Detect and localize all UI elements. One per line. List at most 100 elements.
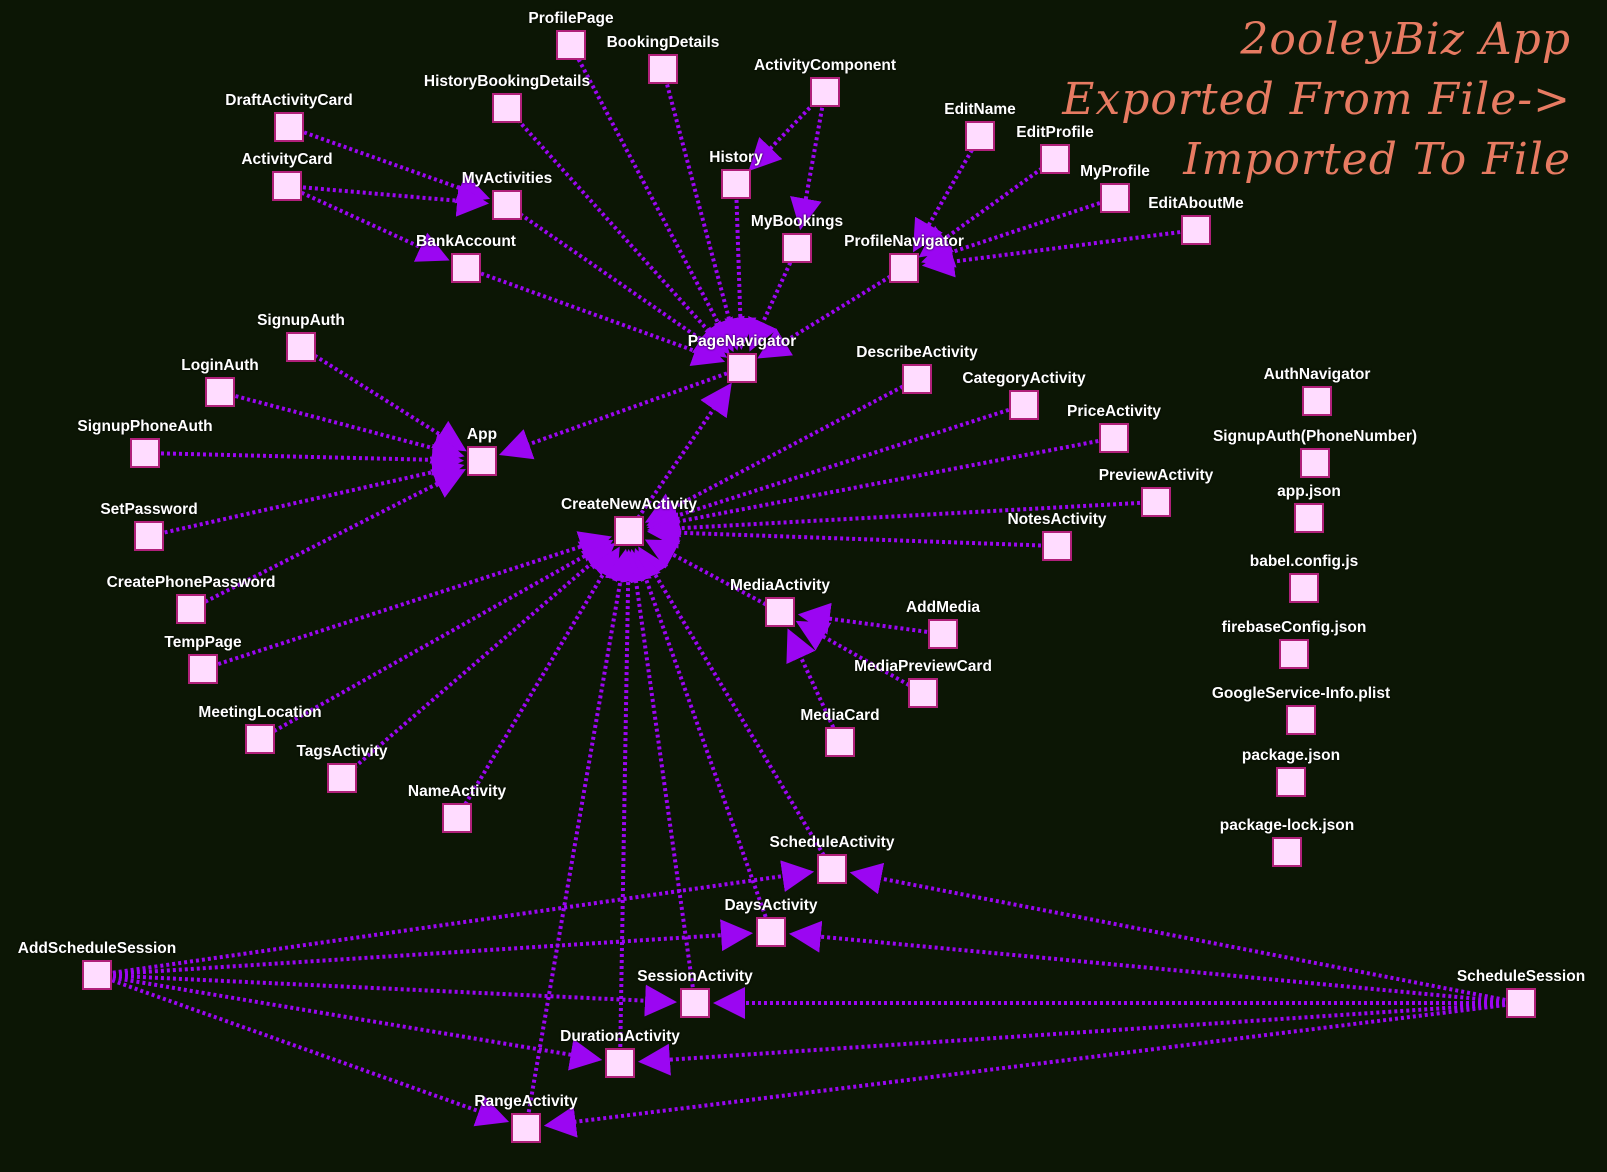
edge-schedule-session-to-days-activity xyxy=(788,920,1506,1004)
node-media-activity[interactable] xyxy=(765,597,795,627)
node-add-schedule-session[interactable] xyxy=(82,960,112,990)
node-label-tags-activity: TagsActivity xyxy=(296,743,388,760)
node-my-bookings[interactable] xyxy=(782,233,812,263)
node-signup-auth-phone[interactable] xyxy=(1300,448,1330,478)
node-my-activities[interactable] xyxy=(492,190,522,220)
edge-schedule-activity-to-create-new-activity xyxy=(638,546,826,857)
node-signup-auth[interactable] xyxy=(286,332,316,362)
node-label-edit-profile: EditProfile xyxy=(1016,124,1094,141)
node-bank-account[interactable] xyxy=(451,253,481,283)
node-login-auth[interactable] xyxy=(205,377,235,407)
edge-bank-account-to-page-navigator xyxy=(480,271,726,367)
node-label-describe-activity: DescribeActivity xyxy=(856,344,978,361)
node-draft-activity-card[interactable] xyxy=(274,112,304,142)
node-booking-details[interactable] xyxy=(648,54,678,84)
edge-activity-card-to-my-activities xyxy=(302,184,490,217)
edge-schedule-session-to-schedule-activity xyxy=(849,862,1506,1002)
node-packagejson[interactable] xyxy=(1276,767,1306,797)
node-label-media-activity: MediaActivity xyxy=(730,577,830,594)
node-label-category-activity: CategoryActivity xyxy=(962,370,1086,387)
node-create-new-activity[interactable] xyxy=(614,516,644,546)
node-label-set-password: SetPassword xyxy=(100,501,198,518)
node-name-activity[interactable] xyxy=(442,803,472,833)
node-label-schedule-activity: ScheduleActivity xyxy=(769,834,895,851)
node-add-media[interactable] xyxy=(928,619,958,649)
node-days-activity[interactable] xyxy=(756,917,786,947)
node-notes-activity[interactable] xyxy=(1042,531,1072,561)
node-label-preview-activity: PreviewActivity xyxy=(1098,467,1214,484)
node-label-appjson: app.json xyxy=(1277,483,1341,500)
edge-price-activity-to-create-new-activity xyxy=(646,439,1099,538)
node-profile-page[interactable] xyxy=(556,30,586,60)
node-label-signup-phone-auth: SignupPhoneAuth xyxy=(77,418,213,435)
node-history[interactable] xyxy=(721,169,751,199)
node-label-name-activity: NameActivity xyxy=(407,783,507,800)
node-edit-about-me[interactable] xyxy=(1181,215,1211,245)
node-label-price-activity: PriceActivity xyxy=(1067,403,1161,420)
edge-profile-navigator-to-page-navigator xyxy=(757,274,892,359)
node-label-firebase: firebaseConfig.json xyxy=(1221,619,1367,636)
node-label-auth-navigator: AuthNavigator xyxy=(1263,366,1371,383)
node-label-packagejson: package.json xyxy=(1241,747,1341,764)
node-meeting-location[interactable] xyxy=(245,724,275,754)
node-label-booking-details: BookingDetails xyxy=(606,34,720,51)
node-label-draft-activity-card: DraftActivityCard xyxy=(225,92,353,109)
edge-add-media-to-media-activity xyxy=(797,602,928,635)
edge-notes-activity-to-create-new-activity xyxy=(646,516,1042,549)
node-label-history-booking-details: HistoryBookingDetails xyxy=(423,73,591,90)
node-label-add-media: AddMedia xyxy=(905,599,981,616)
node-history-booking-details[interactable] xyxy=(492,93,522,123)
node-label-my-bookings: MyBookings xyxy=(750,213,844,230)
node-page-navigator[interactable] xyxy=(727,353,757,383)
node-edit-profile[interactable] xyxy=(1040,144,1070,174)
node-edit-name[interactable] xyxy=(965,121,995,151)
edge-session-activity-to-create-new-activity xyxy=(620,548,695,988)
node-label-app: App xyxy=(466,426,498,443)
node-set-password[interactable] xyxy=(134,521,164,551)
node-label-edit-name: EditName xyxy=(944,101,1016,118)
node-signup-phone-auth[interactable] xyxy=(130,438,160,468)
edge-login-auth-to-app xyxy=(234,394,465,464)
node-auth-navigator[interactable] xyxy=(1302,386,1332,416)
node-category-activity[interactable] xyxy=(1009,390,1039,420)
node-session-activity[interactable] xyxy=(680,988,710,1018)
node-price-activity[interactable] xyxy=(1099,423,1129,453)
node-activity-card[interactable] xyxy=(272,171,302,201)
node-label-duration-activity: DurationActivity xyxy=(560,1028,680,1045)
node-firebase[interactable] xyxy=(1279,639,1309,669)
node-label-babel: babel.config.js xyxy=(1249,553,1359,570)
edge-create-phone-password-to-app xyxy=(204,469,466,604)
node-app[interactable] xyxy=(467,446,497,476)
node-media-card[interactable] xyxy=(825,727,855,757)
node-google-service[interactable] xyxy=(1286,705,1316,735)
node-appjson[interactable] xyxy=(1294,503,1324,533)
node-duration-activity[interactable] xyxy=(605,1048,635,1078)
node-tags-activity[interactable] xyxy=(327,763,357,793)
node-schedule-session[interactable] xyxy=(1506,988,1536,1018)
node-schedule-activity[interactable] xyxy=(817,854,847,884)
node-label-profile-navigator: ProfileNavigator xyxy=(844,233,964,250)
node-label-my-profile: MyProfile xyxy=(1080,163,1150,180)
node-profile-navigator[interactable] xyxy=(889,253,919,283)
node-babel[interactable] xyxy=(1289,573,1319,603)
node-media-preview-card[interactable] xyxy=(908,678,938,708)
edge-history-booking-details-to-page-navigator xyxy=(516,118,730,355)
edge-my-activities-to-page-navigator xyxy=(519,212,728,358)
node-preview-activity[interactable] xyxy=(1141,487,1171,517)
node-temp-page[interactable] xyxy=(188,654,218,684)
node-range-activity[interactable] xyxy=(511,1113,541,1143)
node-label-notes-activity: NotesActivity xyxy=(1007,511,1107,528)
node-describe-activity[interactable] xyxy=(902,364,932,394)
node-my-profile[interactable] xyxy=(1100,183,1130,213)
node-create-phone-password[interactable] xyxy=(176,594,206,624)
node-packagelock[interactable] xyxy=(1272,837,1302,867)
edge-activity-card-to-bank-account xyxy=(300,190,450,262)
node-activity-component[interactable] xyxy=(810,77,840,107)
edge-history-to-page-navigator xyxy=(724,199,757,351)
node-label-media-preview-card: MediaPreviewCard xyxy=(854,658,992,675)
node-label-media-card: MediaCard xyxy=(800,707,880,724)
node-label-activity-component: ActivityComponent xyxy=(753,57,897,74)
node-label-login-auth: LoginAuth xyxy=(181,357,259,374)
node-label-page-navigator: PageNavigator xyxy=(687,333,797,350)
node-label-create-new-activity: CreateNewActivity xyxy=(560,496,698,513)
